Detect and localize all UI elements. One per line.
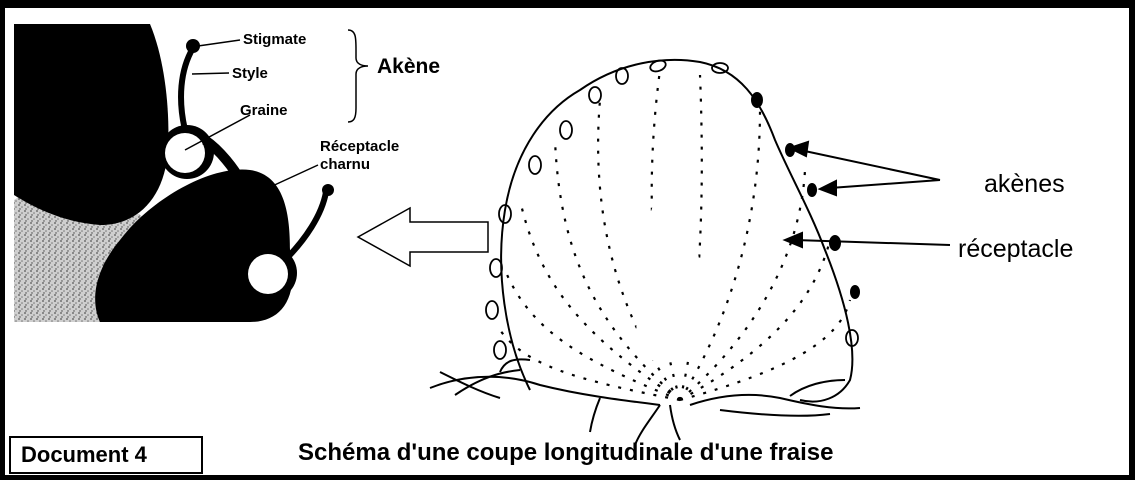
label-style: Style: [232, 66, 268, 81]
strawberry-pith: [636, 200, 704, 360]
graine-lower: [248, 254, 288, 294]
label-receptacle: réceptacle: [958, 237, 1073, 262]
style-upper: [181, 48, 193, 130]
document-label: Document 4: [9, 436, 203, 474]
receptacle-lobe-upper: [14, 24, 168, 225]
stigmate-upper: [186, 39, 200, 53]
leader-style: [192, 73, 229, 74]
akene-bracket: [348, 30, 368, 122]
label-stigmate: Stigmate: [243, 32, 306, 47]
leader-receptacle: [268, 165, 318, 188]
leader-stigmate: [198, 40, 240, 46]
label-akenes: akènes: [984, 172, 1065, 197]
label-graine: Graine: [240, 103, 288, 118]
style-lower: [285, 192, 326, 260]
label-receptacle-charnu-line1: Réceptacle: [320, 138, 399, 156]
label-akene: Akène: [377, 56, 440, 77]
figure-caption: Schéma d'une coupe longitudinale d'une f…: [298, 439, 834, 467]
magnify-arrow-icon: [358, 208, 488, 266]
label-receptacle-charnu: Réceptacle charnu: [320, 138, 399, 174]
strawberry-calyx: [430, 359, 860, 445]
label-receptacle-charnu-line2: charnu: [320, 156, 399, 174]
stigmate-lower: [322, 184, 334, 196]
graine-upper: [165, 133, 205, 173]
